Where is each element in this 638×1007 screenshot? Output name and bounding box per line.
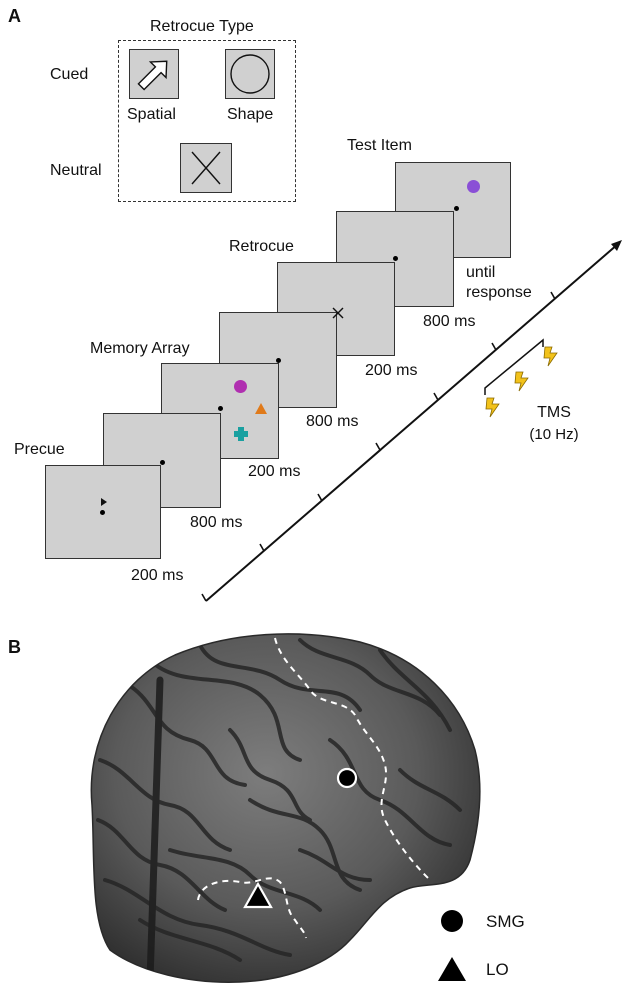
fixation-dot	[276, 358, 281, 363]
spatial-label: Spatial	[127, 106, 176, 123]
legend-lo-label: LO	[486, 960, 509, 979]
duration-test-line1: until	[466, 264, 496, 281]
fixation-dot	[454, 206, 459, 211]
tms-label: TMS	[537, 404, 571, 421]
panel-b-label: B	[8, 637, 21, 657]
smg-marker	[336, 767, 358, 789]
neutral-label: Neutral	[50, 162, 102, 179]
legend-triangle-icon	[438, 957, 466, 981]
retrocue-x-icon	[332, 307, 344, 319]
fixation-dot	[100, 510, 105, 515]
memory-array-label: Memory Array	[90, 340, 190, 357]
retrocue-type-title: Retrocue Type	[150, 18, 254, 35]
duration-precue: 200 ms	[131, 567, 184, 584]
brain-render	[90, 633, 481, 983]
precue-label: Precue	[14, 441, 65, 458]
duration-test-line2: response	[466, 284, 532, 301]
duration-delay-3: 800 ms	[423, 313, 476, 330]
test-item-dot	[467, 180, 480, 193]
precue-arrow-icon	[101, 498, 107, 506]
arrow-icon	[137, 60, 168, 91]
circle-outline-icon	[230, 54, 270, 94]
memory-circle	[234, 380, 247, 393]
shape-cue-box	[225, 49, 275, 99]
duration-retrocue: 200 ms	[365, 362, 418, 379]
x-cross-icon	[191, 151, 221, 185]
fixation-dot	[218, 406, 223, 411]
retrocue-type-box	[118, 40, 296, 202]
memory-triangle	[255, 403, 267, 414]
tms-frequency: (10 Hz)	[529, 426, 579, 443]
cued-label: Cued	[50, 66, 89, 83]
lo-marker	[243, 881, 273, 909]
duration-memory-array: 200 ms	[248, 463, 301, 480]
shape-label: Shape	[227, 106, 274, 123]
duration-delay-1: 800 ms	[190, 514, 243, 531]
panel-a-label: A	[8, 6, 21, 26]
neutral-cue-box	[180, 143, 232, 193]
timeline-axis	[201, 240, 622, 602]
test-item-label: Test Item	[347, 137, 412, 154]
retrocue-label: Retrocue	[229, 238, 294, 255]
fixation-dot	[160, 460, 165, 465]
spatial-cue-box	[129, 49, 179, 99]
memory-cross	[234, 427, 248, 441]
duration-delay-2: 800 ms	[306, 413, 359, 430]
fixation-dot	[393, 256, 398, 261]
screen-precue	[45, 465, 161, 559]
legend-smg-label: SMG	[486, 912, 525, 931]
legend-circle-icon	[441, 910, 463, 932]
